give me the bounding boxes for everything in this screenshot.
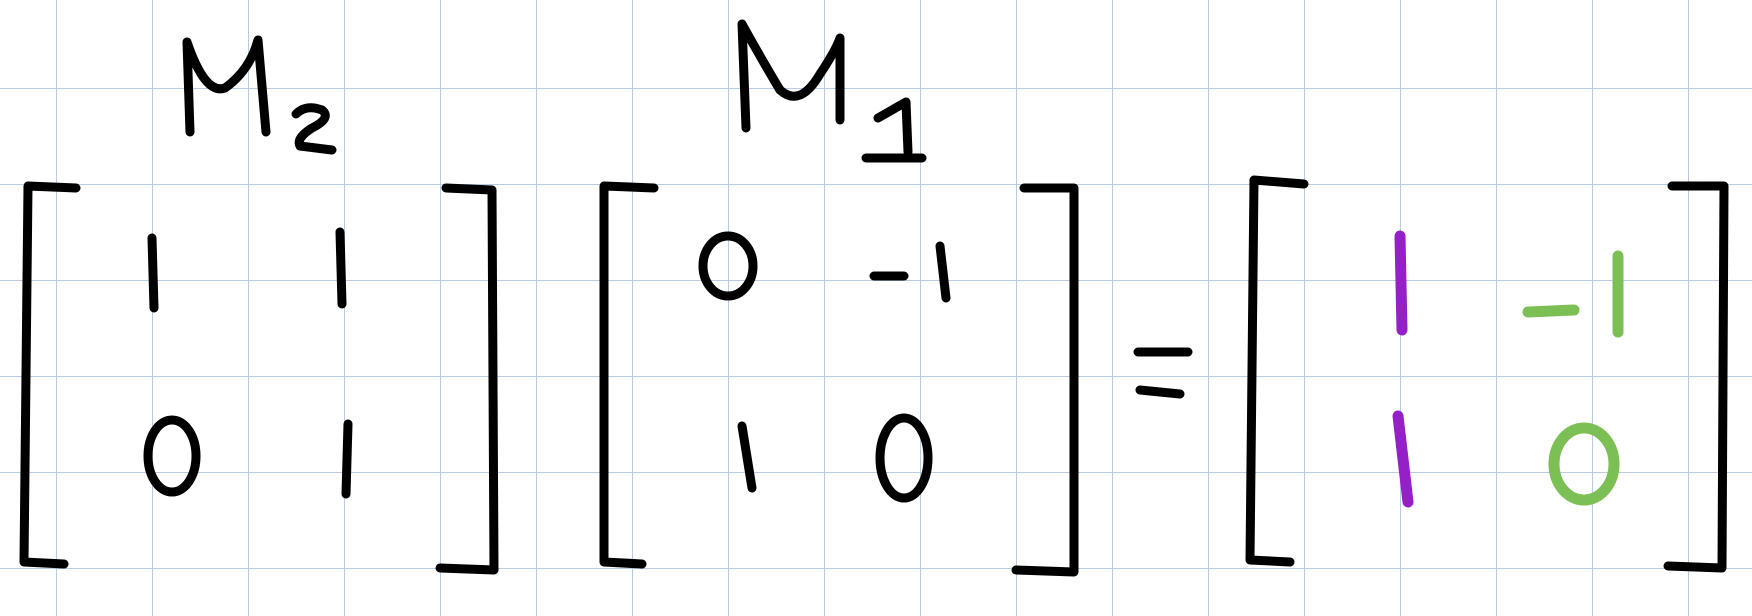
m1-right-bracket (1011, 183, 1079, 577)
m1-entry (698, 231, 758, 301)
m2-left-bracket (19, 181, 81, 569)
m2-subscript-glyph (291, 103, 337, 155)
result-entry-purple (1394, 230, 1408, 336)
m1-entry (869, 241, 951, 303)
m2-entry (341, 419, 353, 499)
m1-entry (737, 421, 757, 493)
result-right-bracket (1663, 181, 1729, 573)
m1-subscript-glyph (861, 97, 927, 163)
result-entry-green (1522, 250, 1624, 338)
m2-entry (143, 415, 201, 497)
equals-sign (1133, 347, 1193, 399)
m2-entry (335, 227, 347, 309)
result-entry-purple (1392, 410, 1414, 508)
result-entry-green (1548, 422, 1620, 506)
m2-label-glyph (182, 35, 271, 137)
m2-right-bracket (435, 183, 499, 575)
m1-left-bracket (599, 181, 659, 569)
m1-entry (875, 413, 933, 503)
m1-label-glyph (737, 19, 845, 133)
m2-entry (147, 233, 159, 313)
result-left-bracket (1245, 175, 1309, 567)
